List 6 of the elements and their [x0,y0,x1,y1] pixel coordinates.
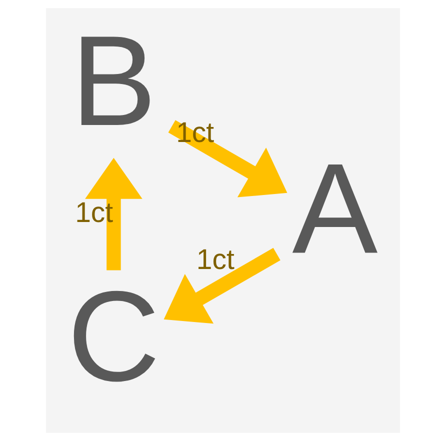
arrow [168,120,288,198]
node-text: A [292,138,378,281]
node-text: C [67,265,160,408]
arrow [164,248,280,324]
node-text: B [70,10,156,153]
edge-label: 1ct [196,244,234,276]
